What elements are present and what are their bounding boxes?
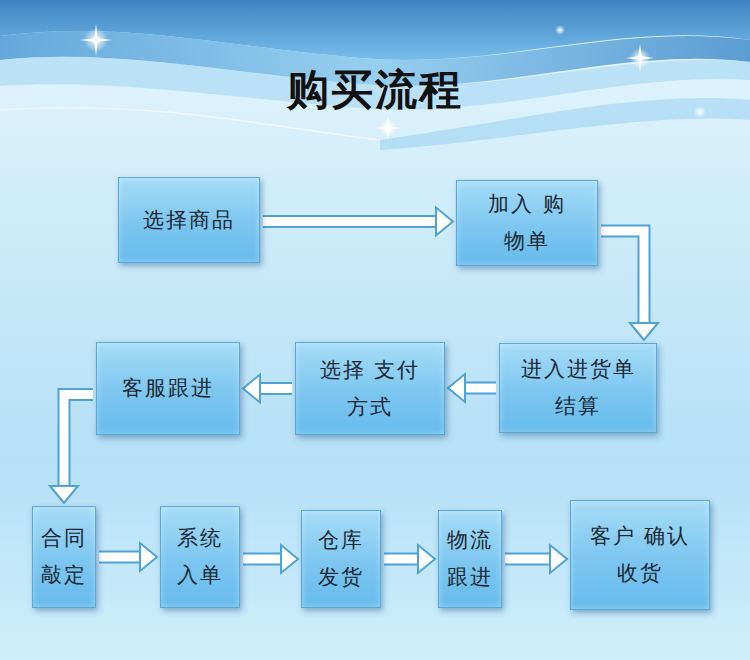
box-label: 仓库 发货	[313, 522, 369, 596]
box-label: 客服跟进	[122, 370, 214, 407]
box-label: 系统 入单	[172, 520, 228, 594]
arrow-body	[64, 395, 93, 487]
process-box: 仓库 发货	[301, 510, 381, 608]
process-box: 选择 支付方式	[295, 342, 445, 435]
flow-arrow	[448, 374, 496, 402]
page-title: 购买流程	[0, 62, 750, 118]
flow-arrow	[243, 545, 298, 573]
flow-arrow	[505, 545, 567, 573]
arrow-body	[505, 555, 550, 564]
process-box: 选择商品	[118, 177, 260, 263]
flow-arrow	[50, 395, 93, 504]
arrow-head	[630, 323, 658, 340]
box-label: 物流 跟进	[445, 522, 495, 596]
arrow-head	[550, 545, 567, 573]
arrow-outline	[505, 553, 550, 566]
arrow-head	[281, 545, 298, 573]
arrow-outline	[260, 382, 292, 395]
arrow-body	[601, 231, 644, 323]
arrow-body	[465, 384, 496, 393]
box-label: 选择 支付方式	[315, 352, 425, 426]
arrow-outline	[263, 215, 436, 228]
arrow-head	[50, 486, 78, 503]
process-box: 进入进货单 结算	[499, 343, 657, 433]
process-box: 客户 确认收货	[570, 500, 710, 610]
process-box: 加入 购物单	[456, 180, 598, 266]
box-label: 加入 购物单	[487, 186, 567, 260]
process-box: 系统 入单	[160, 506, 240, 608]
arrow-body	[384, 555, 418, 564]
arrow-head	[140, 543, 157, 571]
box-label: 客户 确认收货	[585, 518, 695, 592]
process-box: 物流 跟进	[438, 510, 502, 608]
arrow-head	[243, 375, 260, 403]
flow-arrow	[384, 545, 435, 573]
arrow-outline	[465, 382, 496, 395]
arrow-outline	[99, 551, 140, 564]
arrow-outline	[384, 553, 418, 566]
flow-arrow	[601, 231, 658, 340]
arrow-head	[418, 545, 435, 573]
box-label: 合同 敲定	[39, 520, 89, 594]
box-label: 选择商品	[143, 202, 235, 239]
arrow-head	[448, 374, 465, 402]
arrow-head	[436, 208, 453, 236]
arrow-body	[260, 384, 292, 393]
process-box: 合同 敲定	[32, 506, 96, 608]
arrow-body	[243, 555, 281, 564]
process-box: 客服跟进	[96, 342, 240, 435]
flow-arrow	[263, 208, 453, 236]
box-label: 进入进货单 结算	[513, 351, 643, 425]
arrow-body	[263, 217, 436, 226]
arrow-body	[99, 553, 140, 562]
arrow-outline	[243, 553, 281, 566]
flow-arrow	[243, 375, 292, 403]
flow-arrow	[99, 543, 157, 571]
arrow-outline	[64, 395, 93, 487]
arrow-outline	[601, 231, 644, 323]
